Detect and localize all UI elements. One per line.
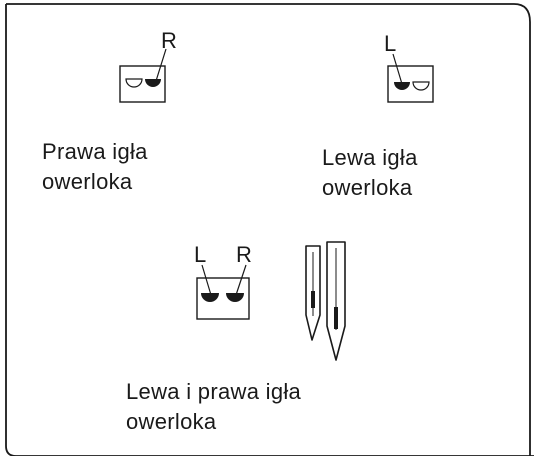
empty-slot-left — [125, 78, 143, 88]
filled-slot-left — [394, 82, 410, 90]
label-line-1: Lewa i prawa igła — [126, 379, 302, 404]
both-needles-indicator: L R — [194, 242, 252, 320]
left-needle-label: Lewa igła owerloka — [322, 143, 418, 203]
needle-letter-r: R — [236, 242, 252, 267]
left-needle-icon — [305, 245, 321, 341]
right-needle-label: Prawa igła owerloka — [42, 137, 148, 197]
right-needle-indicator: R — [119, 28, 177, 103]
empty-slot-right — [412, 81, 430, 91]
filled-slot-left — [201, 293, 219, 302]
needle-letter-r: R — [161, 28, 177, 53]
label-line-2: owerloka — [322, 175, 413, 200]
label-line-1: Lewa igła — [322, 145, 418, 170]
filled-slot-right — [145, 79, 161, 87]
right-needle-icon — [326, 241, 346, 361]
filled-slot-right — [226, 293, 244, 302]
label-line-2: owerloka — [42, 169, 133, 194]
label-line-1: Prawa igła — [42, 139, 148, 164]
needles-icon — [305, 241, 346, 361]
needle-letter-l: L — [384, 31, 396, 56]
left-needle-indicator: L — [384, 31, 434, 103]
both-needles-label: Lewa i prawa igła owerloka — [126, 377, 301, 437]
needle-letter-l: L — [194, 242, 206, 267]
label-line-2: owerloka — [126, 409, 217, 434]
